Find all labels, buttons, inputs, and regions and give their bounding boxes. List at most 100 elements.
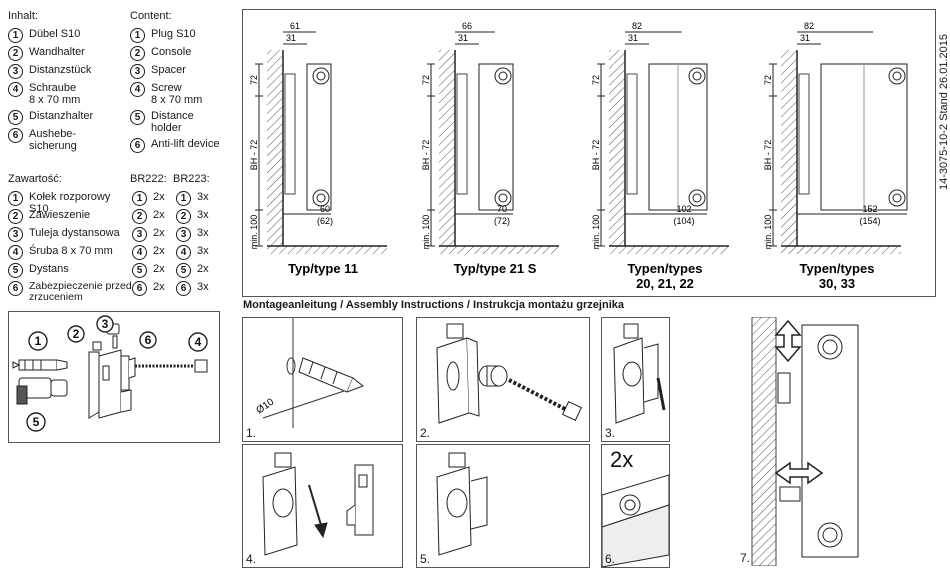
wall-section <box>781 50 797 246</box>
type-caption: Typ/type 21 S <box>454 261 537 276</box>
item-number-badge: 6 <box>130 138 145 153</box>
step-2-drawing <box>436 323 582 424</box>
radiator-connection <box>688 189 706 207</box>
legend-label: Kołek rozporowy S10 <box>29 191 111 215</box>
part-label: 2 <box>73 327 80 341</box>
item-number-badge: 4 <box>130 82 145 97</box>
legend-label: Anti-lift device <box>151 138 220 150</box>
anti-lift-icon <box>346 464 374 536</box>
step-3-drawing <box>613 323 666 424</box>
item-number-badge: 2 <box>8 209 23 224</box>
side-dim-label: min. 100 <box>421 215 431 250</box>
step-6-panel: 2x 6. <box>601 444 670 568</box>
double-arrow-vertical-icon <box>774 319 802 363</box>
qty-br223: 3x <box>197 191 209 203</box>
legend-label: Distance holder <box>151 110 194 134</box>
item-number-badge: 4 <box>176 245 191 260</box>
qty-br223: 3x <box>197 245 209 257</box>
dim-mid-label: 31 <box>628 33 638 43</box>
step-4-drawing <box>262 452 374 556</box>
step-5-panel: 5. <box>416 444 590 568</box>
qty-br222: 2x <box>153 227 165 239</box>
plug-icon <box>12 359 68 371</box>
side-dim-label: BH - 72 <box>591 140 601 171</box>
radiator-connection <box>312 67 330 85</box>
part-callout <box>26 315 208 432</box>
radiator-body <box>478 63 514 211</box>
step-6-drawing: 2x <box>601 447 670 568</box>
screw-icon <box>135 359 208 373</box>
console-icon <box>613 323 659 424</box>
qty-br223: 3x <box>197 281 209 293</box>
side-dim-label: min. 100 <box>591 215 601 250</box>
item-number-badge: 3 <box>130 64 145 79</box>
floor-section <box>609 246 729 254</box>
step-number: 3. <box>605 426 616 440</box>
item-number-badge: 6 <box>8 281 23 296</box>
type-caption: Typ/type 11 <box>288 261 358 276</box>
qty-br223: 3x <box>197 227 209 239</box>
legend-label: Schraube 8 x 70 mm <box>29 82 81 106</box>
document-stamp: 14-3075-10-2 Stand 26.01.2015 <box>938 34 950 190</box>
item-number-badge: 2 <box>8 46 23 61</box>
wall-section <box>751 316 777 567</box>
spacer-icon <box>478 365 508 387</box>
side-dim-label: 72 <box>249 75 259 85</box>
step-number: 7. <box>740 551 751 565</box>
floor-section <box>267 246 387 254</box>
item-number-badge: 3 <box>8 227 23 242</box>
dim-bottom-label-alt: (62) <box>317 216 333 226</box>
legend-label: Spacer <box>151 64 186 76</box>
legend-en-item: 3 Spacer <box>130 64 219 82</box>
item-number-badge: 6 <box>176 281 191 296</box>
parts-illustration-box: 1 2 3 6 4 5 <box>8 311 220 443</box>
item-number-badge: 1 <box>8 191 23 206</box>
part-label: 5 <box>33 415 40 429</box>
legend-label: Dystans <box>29 263 69 275</box>
item-number-badge: 5 <box>132 263 147 278</box>
legend-label: Śruba 8 x 70 mm <box>29 245 113 257</box>
radiator-connection <box>494 67 512 85</box>
side-dim-label: BH - 72 <box>421 140 431 171</box>
step-number: 6. <box>605 552 616 566</box>
dim-bottom-label: 70 <box>497 204 507 214</box>
dim-mid-label: 31 <box>286 33 296 43</box>
part-label: 3 <box>102 317 109 331</box>
parts-drawing: 1 2 3 6 4 5 <box>12 315 208 432</box>
legend-pl-col-br222: BR222: <box>130 173 167 185</box>
legend-label: Zawieszenie <box>29 209 91 221</box>
qty-br222: 2x <box>153 263 165 275</box>
quantity-label: 2x <box>610 447 633 472</box>
console-icon <box>456 73 468 195</box>
wall-section <box>439 50 455 246</box>
step-2-panel: 2. <box>416 317 590 442</box>
side-dim-label: 72 <box>763 75 773 85</box>
plug-icon <box>298 357 364 393</box>
wall-section <box>267 50 283 246</box>
item-number-badge: 5 <box>8 263 23 278</box>
item-number-badge: 2 <box>132 209 147 224</box>
legend-label: Zabezpieczenie przed zrzuceniem <box>29 280 132 303</box>
legend-en-title: Content: <box>130 10 172 22</box>
item-number-badge: 3 <box>176 227 191 242</box>
step-7-drawing <box>751 316 859 567</box>
radiator-connection-bottom <box>817 522 843 548</box>
legend-label: Distanzhalter <box>29 110 94 122</box>
dim-bottom-label-alt: (72) <box>494 216 510 226</box>
item-number-badge: 2 <box>130 46 145 61</box>
legend-label: Plug S10 <box>151 28 196 40</box>
step-5-drawing <box>436 452 488 556</box>
item-number-badge: 4 <box>8 82 23 97</box>
side-dim-label: min. 100 <box>249 215 259 250</box>
radiator-body <box>306 63 332 211</box>
double-arrow-horizontal-icon <box>774 461 824 485</box>
